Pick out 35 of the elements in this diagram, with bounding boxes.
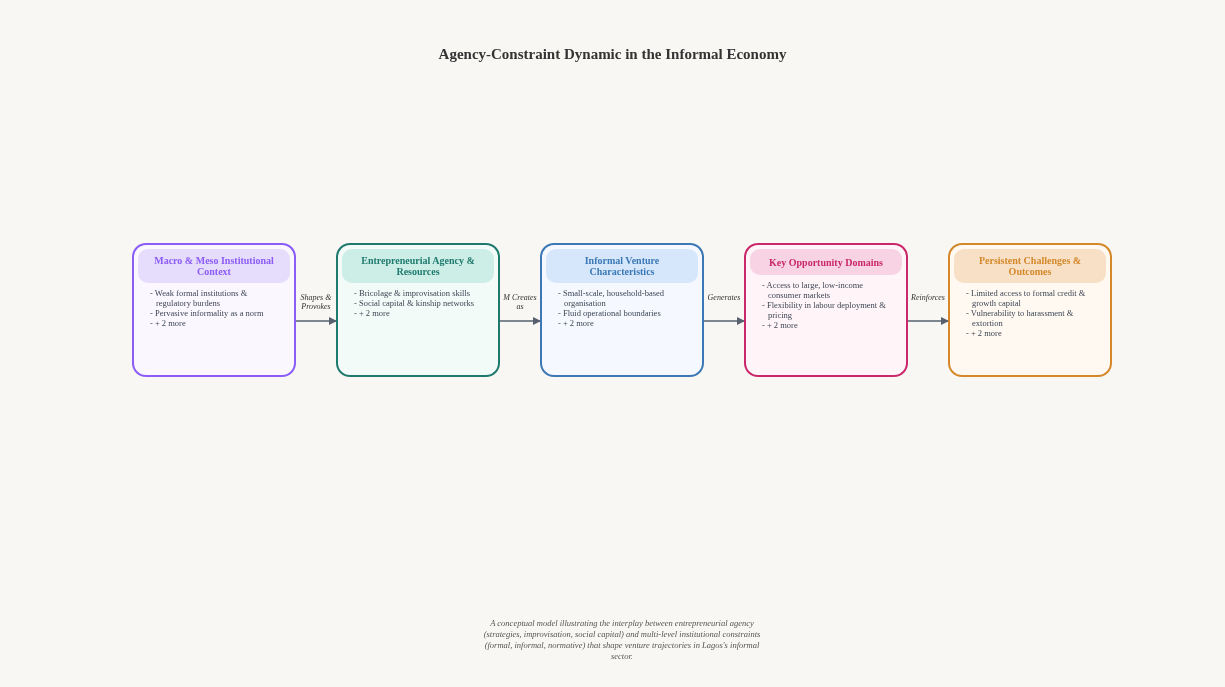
card-title: Key Opportunity Domains bbox=[769, 256, 883, 268]
arrow bbox=[907, 317, 949, 325]
stage-card bbox=[744, 243, 908, 377]
bullet-text: - Small-scale, household-based organisation bbox=[558, 288, 665, 308]
edge-label: Reinforces bbox=[909, 293, 947, 302]
stage-card bbox=[132, 243, 296, 377]
diagram-title: Agency-Constraint Dynamic in the Informal Economy bbox=[437, 45, 788, 64]
bullet-text: - + 2 more bbox=[150, 318, 187, 328]
arrow bbox=[295, 317, 337, 325]
bullet-text: - Pervasive informality as a norm bbox=[150, 308, 265, 318]
stage-card bbox=[336, 243, 500, 377]
card-title: Informal Venture Characteristics bbox=[583, 255, 661, 277]
arrow bbox=[703, 317, 745, 325]
bullet-text: - Fluid operational boundaries bbox=[558, 308, 662, 318]
bullet-text: - Vulnerability to harassment & extortion bbox=[966, 308, 1075, 328]
card-title: Macro & Meso Institutional Context bbox=[153, 255, 275, 277]
bullet-text: - Limited access to formal credit & growth capital bbox=[966, 288, 1087, 308]
bullet-text: - Social capital & kinship networks bbox=[354, 298, 476, 308]
edge-label: M Creates as bbox=[501, 293, 539, 311]
arrow bbox=[499, 317, 541, 325]
caption: A conceptual model illustrating the interplay between entrepreneurial agency (strategies, improvisation, social capital) and multi-level institutional constraints (formal, informal, normative) that shape venture trajectories in Lagos's informal sector. bbox=[482, 618, 762, 662]
bullet-text: - + 2 more bbox=[762, 320, 799, 330]
bullet-text: - Access to large, low-income consumer markets bbox=[762, 280, 865, 300]
card-title: Persistent Challenges & Outcomes bbox=[977, 255, 1083, 277]
bullet-text: - + 2 more bbox=[354, 308, 391, 318]
edge-label: Generates bbox=[705, 293, 743, 302]
stage-card bbox=[540, 243, 704, 377]
bullet-text: - + 2 more bbox=[966, 328, 1003, 338]
bullet-text: - Bricolage & improvisation skills bbox=[354, 288, 472, 298]
edge-label: Shapes & Provokes bbox=[297, 293, 335, 311]
card-title: Entrepreneurial Agency & Resources bbox=[360, 255, 476, 277]
bullet-text: - Flexibility in labour deployment & pricing bbox=[762, 300, 887, 320]
stage-card bbox=[948, 243, 1112, 377]
bullet-text: - Weak formal institutions & regulatory burdens bbox=[150, 288, 249, 308]
bullet-text: - + 2 more bbox=[558, 318, 595, 328]
